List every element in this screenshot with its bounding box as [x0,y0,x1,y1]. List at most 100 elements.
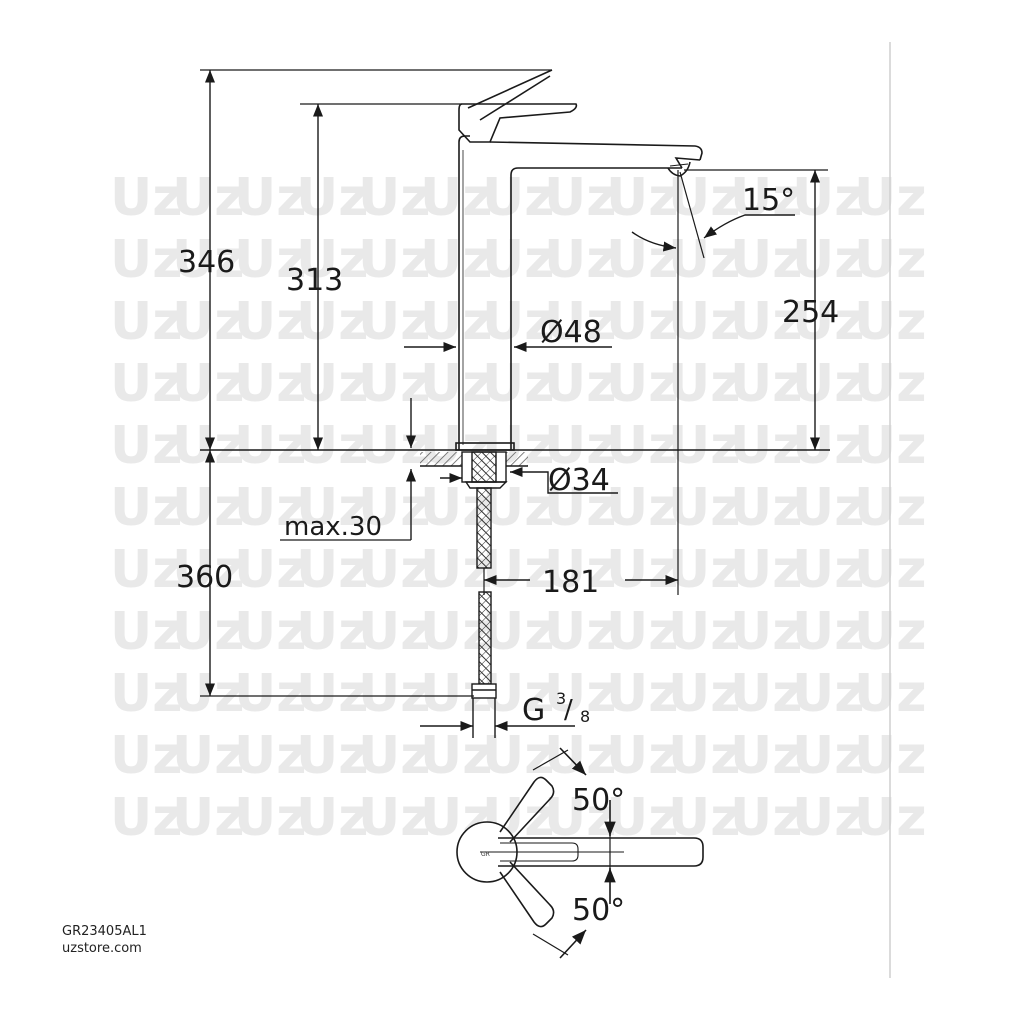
watermark-tile: Uz [420,726,493,786]
watermark-tile: Uz [358,478,431,538]
watermark-tile: Uz [234,168,307,228]
drawing-lines [200,69,830,959]
watermark-tile: Uz [730,664,803,724]
watermark-tile: Uz [482,602,555,662]
watermark-tile: Uz [668,354,741,414]
label-hose-length: 360 [176,560,233,595]
watermark-tile: Uz [296,726,369,786]
watermark-tile: Uz [544,540,617,600]
watermark-tile: Uz [234,230,307,290]
label-lever-angle-top: 50° [572,783,625,818]
watermark-tile: Uz [668,540,741,600]
watermark-tile: Uz [606,292,679,352]
faucet-body [455,69,703,451]
label-thread-den: 8 [580,707,590,726]
watermark-tile: Uz [420,292,493,352]
watermark-tile: Uz [544,416,617,476]
watermark-tile: Uz [730,230,803,290]
watermark-tile: Uz [296,664,369,724]
watermark-tile: Uz [792,788,865,848]
supply-hose-upper [476,487,492,569]
watermark-tile: Uz [544,478,617,538]
watermark-tile: Uz [668,416,741,476]
watermark-tile: Uz [544,354,617,414]
watermark-tile: Uz [730,478,803,538]
watermark-tile: Uz [172,788,245,848]
watermark-tile: Uz [110,168,183,228]
watermark-tile: Uz [234,292,307,352]
watermark-tile: Uz [234,664,307,724]
label-spout-height: 313 [286,263,343,298]
watermark-tile: Uz [358,230,431,290]
watermark-tile: Uz [358,540,431,600]
watermark-tile: Uz [482,540,555,600]
label-projection: 181 [542,565,599,600]
brand-mark-icon: GR [481,851,490,858]
watermark-tile: Uz [544,292,617,352]
watermark-tile: Uz [730,354,803,414]
watermark-tile: Uz [358,416,431,476]
label-lever-angle-bottom: 50° [572,893,625,928]
watermark-tile: Uz [606,540,679,600]
watermark-tile: Uz [668,478,741,538]
watermark-tile: Uz [110,354,183,414]
watermark-tile: Uz [606,664,679,724]
watermark-tile: Uz [606,416,679,476]
watermark-tile: Uz [544,602,617,662]
watermark-tile: Uz [296,416,369,476]
lever-top-view [456,747,704,959]
watermark-tile: Uz [110,788,183,848]
watermark-tile: Uz [296,230,369,290]
watermark-tile: Uz [172,726,245,786]
watermark-tile: Uz [358,168,431,228]
watermark-tile: Uz [792,726,865,786]
label-thread-slash: / [564,695,573,725]
watermark-tile: Uz [668,664,741,724]
watermark-tile: Uz [110,664,183,724]
label-shank-diameter: Ø34 [548,463,610,498]
watermark-tile: Uz [234,726,307,786]
watermark-tile: Uz [792,292,865,352]
watermark-tile: Uz [358,602,431,662]
watermark-tile: Uz [730,292,803,352]
watermark-tile: Uz [110,726,183,786]
watermark-tile: Uz [482,354,555,414]
watermark-tile: Uz [234,788,307,848]
watermark-tile: Uz [110,230,183,290]
watermark-tile: Uz [358,292,431,352]
watermark-tile: Uz [234,416,307,476]
watermark-tile: Uz [792,664,865,724]
watermark-tile: Uz [296,292,369,352]
watermark-tile: Uz [110,416,183,476]
watermark-tile: Uz [792,478,865,538]
watermark-tile: Uz [606,354,679,414]
watermark-tile: Uz [792,540,865,600]
watermark-tile: Uz [358,788,431,848]
watermark-tile: Uz [792,230,865,290]
watermark-tile: Uz [544,726,617,786]
watermark-tile: Uz [606,478,679,538]
watermark-tile: Uz [606,230,679,290]
footer-info: GR23405AL1 uzstore.com [62,923,147,957]
watermark-tile: Uz [668,168,741,228]
watermark-tile: Uz [296,788,369,848]
watermark-tile: Uz [296,354,369,414]
watermark-tile: Uz [358,726,431,786]
watermark-tile: Uz [420,354,493,414]
watermark-tile: Uz [792,602,865,662]
watermark-tile: Uz [110,292,183,352]
watermark-tile: Uz [606,726,679,786]
watermark-tile: Uz [358,664,431,724]
watermark-tile: Uz [730,540,803,600]
watermark-tile: Uz [420,168,493,228]
watermark-tile: Uz [482,230,555,290]
watermark-tile: Uz [296,540,369,600]
watermark-tile: Uz [544,664,617,724]
label-body-diameter: Ø48 [540,315,602,350]
label-thread-prefix: G [522,693,545,728]
watermark-tile: Uz [730,168,803,228]
watermark-tile: Uz [234,602,307,662]
watermark-tile: Uz [110,478,183,538]
watermark-tile: Uz [544,168,617,228]
